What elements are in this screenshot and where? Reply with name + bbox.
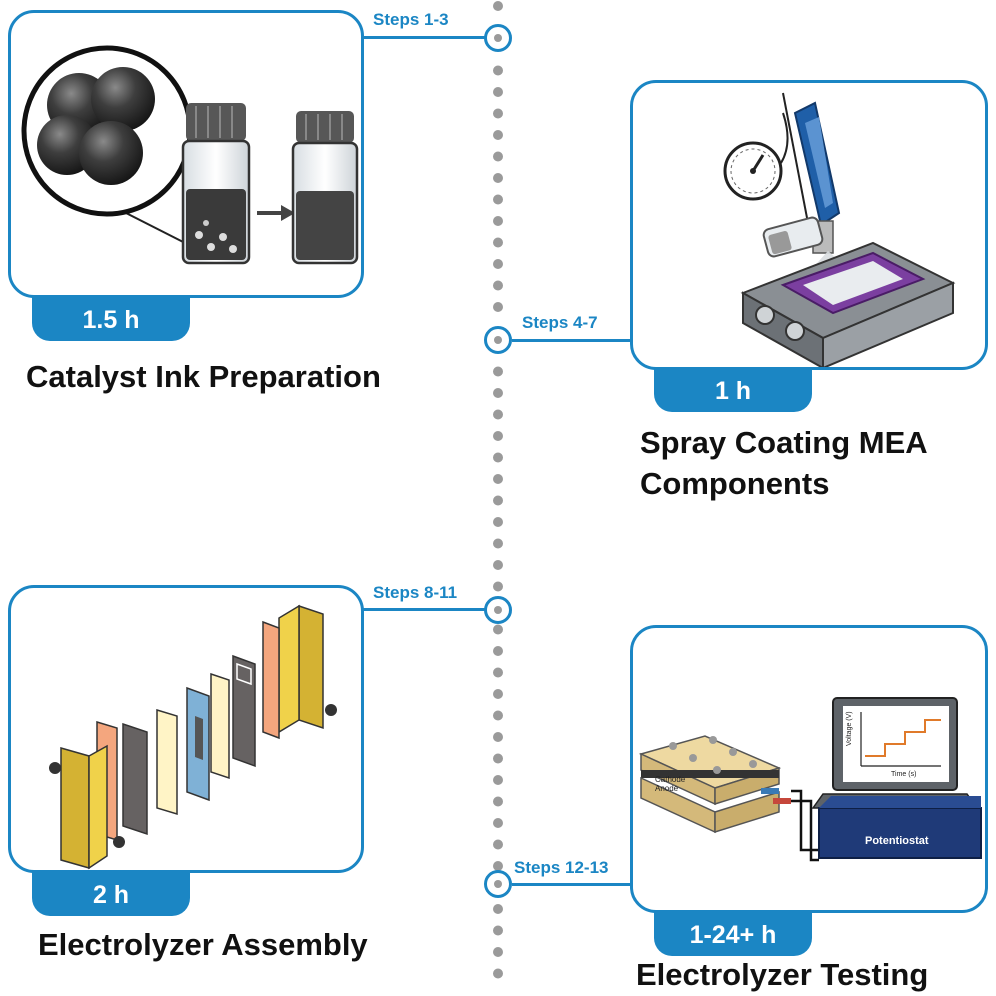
timeline-dot bbox=[493, 388, 503, 398]
timeline-dot bbox=[493, 925, 503, 936]
timeline-dot bbox=[493, 861, 503, 871]
laptop: Voltage (V) Time (s) bbox=[811, 697, 979, 809]
stage-title-assembly: Electrolyzer Assembly bbox=[38, 927, 368, 962]
timeline-dot bbox=[493, 280, 503, 291]
timeline-dot bbox=[493, 151, 503, 162]
catalyst-particles bbox=[37, 67, 155, 185]
plot-ylabel: Voltage (V) bbox=[846, 711, 853, 746]
stage-title-ink: Catalyst Ink Preparation bbox=[26, 359, 381, 394]
stage-title-spray-line2: Components bbox=[640, 466, 830, 501]
stage-title-spray: Spray Coating MEA Components bbox=[640, 422, 928, 504]
timeline-dot bbox=[493, 839, 503, 850]
timeline-dot bbox=[493, 495, 503, 506]
timeline-dot bbox=[493, 904, 503, 914]
timeline-node-1 bbox=[484, 24, 512, 52]
timeline-dot bbox=[493, 581, 503, 592]
cathode-label: Cathode bbox=[655, 775, 686, 784]
timeline-dot bbox=[493, 710, 503, 721]
duration-badge-spray: 1 h bbox=[654, 368, 812, 412]
timeline-dot bbox=[493, 732, 503, 742]
timeline-dot bbox=[493, 753, 503, 764]
connector-steps-8-11 bbox=[363, 608, 485, 611]
timeline-dot bbox=[493, 302, 503, 312]
timeline-node-4 bbox=[484, 870, 512, 898]
steps-label-1-3: Steps 1-3 bbox=[373, 10, 449, 29]
gdl-back bbox=[210, 672, 230, 780]
end-plate-back bbox=[278, 604, 337, 734]
catalyst-ink-illustration bbox=[21, 45, 359, 265]
timeline-dot bbox=[493, 366, 503, 377]
potentiostat-label: Potentiostat bbox=[865, 835, 929, 847]
timeline-node-3 bbox=[484, 596, 512, 624]
vial-with-ink bbox=[291, 111, 359, 265]
timeline-dot bbox=[493, 624, 503, 635]
exploded-cell-illustration bbox=[49, 604, 337, 870]
timeline-dot bbox=[493, 431, 503, 441]
timeline-dot bbox=[493, 474, 503, 484]
steps-label-12-13: Steps 12-13 bbox=[514, 858, 609, 877]
timeline-dot bbox=[493, 689, 503, 699]
timeline-dot bbox=[493, 173, 503, 183]
voltage-time-plot: Voltage (V) Time (s) bbox=[846, 711, 941, 778]
timeline-dot bbox=[493, 560, 503, 570]
testing-illustration: Cathode Anode Voltage (V) Time (s) Pot bbox=[638, 697, 982, 862]
duration-badge-assembly: 2 h bbox=[32, 872, 190, 916]
timeline-dot bbox=[493, 667, 503, 678]
connector-steps-4-7 bbox=[512, 339, 632, 342]
stage-title-testing: Electrolyzer Testing bbox=[636, 957, 929, 992]
potentiostat-unit bbox=[818, 796, 982, 859]
duration-badge-ink: 1.5 h bbox=[32, 297, 190, 341]
duration-badge-testing: 1-24+ h bbox=[654, 912, 812, 956]
anode-label: Anode bbox=[655, 784, 679, 793]
timeline-dot bbox=[493, 775, 503, 785]
timeline-dot bbox=[493, 818, 503, 828]
gasket-back bbox=[262, 620, 280, 740]
timeline-dot bbox=[493, 216, 503, 226]
timeline-dot bbox=[493, 796, 503, 807]
steps-label-4-7: Steps 4-7 bbox=[522, 313, 598, 332]
timeline-dot bbox=[493, 947, 503, 957]
timeline-dot bbox=[493, 452, 503, 463]
assembled-cell bbox=[638, 735, 782, 834]
end-plate-front bbox=[49, 744, 125, 870]
timeline-dot bbox=[493, 108, 503, 119]
timeline-dot bbox=[493, 409, 503, 420]
plot-xlabel: Time (s) bbox=[891, 771, 916, 778]
ink-bottle bbox=[762, 216, 824, 258]
catalyst-ink-panel bbox=[8, 10, 364, 298]
timeline-dot bbox=[493, 87, 503, 97]
timeline-dot bbox=[493, 130, 503, 140]
timeline-dot bbox=[493, 65, 503, 76]
arrow-right-icon bbox=[257, 205, 295, 221]
spray-coating-illustration bbox=[723, 92, 956, 367]
timeline-dot bbox=[493, 538, 503, 549]
flow-field-front bbox=[122, 722, 148, 836]
spray-coating-panel bbox=[630, 80, 988, 370]
timeline-node-2 bbox=[484, 326, 512, 354]
timeline-dot bbox=[493, 237, 503, 248]
timeline-dot bbox=[493, 194, 503, 205]
electrolyzer-assembly-panel bbox=[8, 585, 364, 873]
connector-steps-12-13 bbox=[512, 883, 632, 886]
gdl-front bbox=[156, 708, 178, 816]
hot-plate bbox=[740, 241, 956, 367]
electrolyzer-testing-panel: Cathode Anode Voltage (V) Time (s) Pot bbox=[630, 625, 988, 913]
steps-label-8-11: Steps 8-11 bbox=[373, 583, 458, 602]
timeline-dot bbox=[493, 259, 503, 269]
stage-title-spray-line1: Spray Coating MEA bbox=[640, 425, 928, 460]
connector-steps-1-3 bbox=[363, 36, 485, 39]
timeline-dot bbox=[493, 517, 503, 527]
vial-with-particles bbox=[181, 103, 251, 265]
pressure-gauge-icon bbox=[723, 112, 789, 201]
timeline-dot bbox=[493, 1, 503, 11]
timeline-dot bbox=[493, 968, 503, 979]
timeline-dot bbox=[493, 646, 503, 656]
